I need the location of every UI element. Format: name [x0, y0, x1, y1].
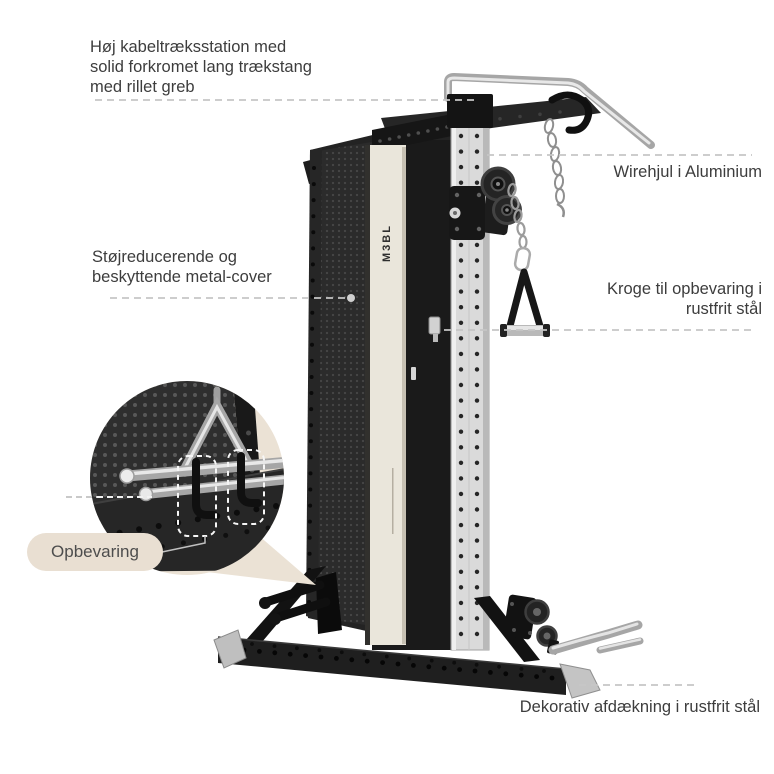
carabiner — [513, 246, 532, 272]
storage-hook-right — [237, 452, 262, 507]
dashed-highlight-left — [177, 455, 217, 537]
storage-badge: Opbevaring — [27, 533, 163, 571]
foot-pulley-block — [503, 594, 644, 655]
chain-and-handle — [500, 182, 550, 337]
stored-bar-upper — [119, 456, 284, 484]
stored-triangle-handle — [179, 386, 255, 475]
label-storage-hooks: Kroge til opbevaring i rustfrit stål — [606, 280, 762, 318]
label-metal-cover: Støjreducerende og beskyttende metal-cov… — [92, 248, 272, 286]
inset-callout-wedge — [198, 528, 316, 585]
storage-horns — [259, 572, 342, 634]
stainless-end-cap-right — [559, 663, 601, 699]
stainless-end-cap-left — [213, 629, 247, 669]
badge-connector-line — [161, 536, 206, 553]
label-wire-wheels: Wirehjul i Aluminium — [613, 163, 762, 181]
lat-pulldown-bar — [444, 72, 655, 149]
pulley-carriage — [449, 166, 522, 240]
bar-hook — [548, 91, 593, 134]
label-cable-station: Høj kabeltræksstation med solid forkrome… — [90, 38, 312, 96]
chrome-handle — [548, 620, 644, 655]
dashed-highlight-right — [227, 449, 265, 525]
storage-hook-left — [192, 458, 218, 519]
label-decorative-cover: Dekorativ afdækning i rustfrit stål — [519, 698, 760, 716]
weight-stack-cover: M3BL — [365, 145, 406, 645]
leader-endpoint-dot — [347, 294, 355, 302]
perforated-metal-cover — [310, 142, 372, 626]
brand-logo-vertical: M3BL — [381, 224, 393, 262]
hanging-chain-top — [543, 118, 565, 218]
storage-hook-bracket — [428, 316, 441, 342]
latch-detail — [411, 367, 416, 380]
annotation-lines — [95, 99, 753, 686]
